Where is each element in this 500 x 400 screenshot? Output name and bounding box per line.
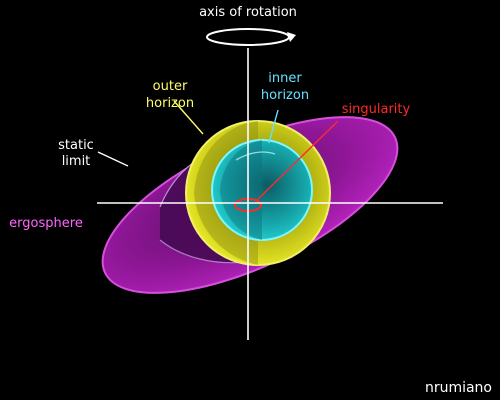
inner-horizon-shape: [211, 139, 313, 241]
credit-label: nrumiano: [425, 380, 492, 396]
rotation-arrow-icon: [206, 28, 296, 46]
outer-horizon-label-line1: outer: [153, 79, 188, 94]
singularity-label: singularity: [342, 102, 411, 117]
static-limit-label-line1: static: [58, 138, 94, 153]
ergosphere-label: ergosphere: [9, 216, 83, 231]
inner-horizon-label-line2: horizon: [261, 88, 309, 103]
outer-horizon-pointer: [173, 100, 204, 135]
static-limit-label-line2: limit: [62, 154, 91, 169]
singularity-pointer: [256, 120, 339, 201]
axis-of-rotation-label: axis of rotation: [199, 5, 297, 20]
inner-horizon-label-line1: inner: [268, 71, 302, 86]
static-limit-pointer: [97, 151, 129, 167]
outer-horizon-label-line2: horizon: [146, 96, 194, 111]
inner-horizon-pointer: [268, 109, 279, 144]
